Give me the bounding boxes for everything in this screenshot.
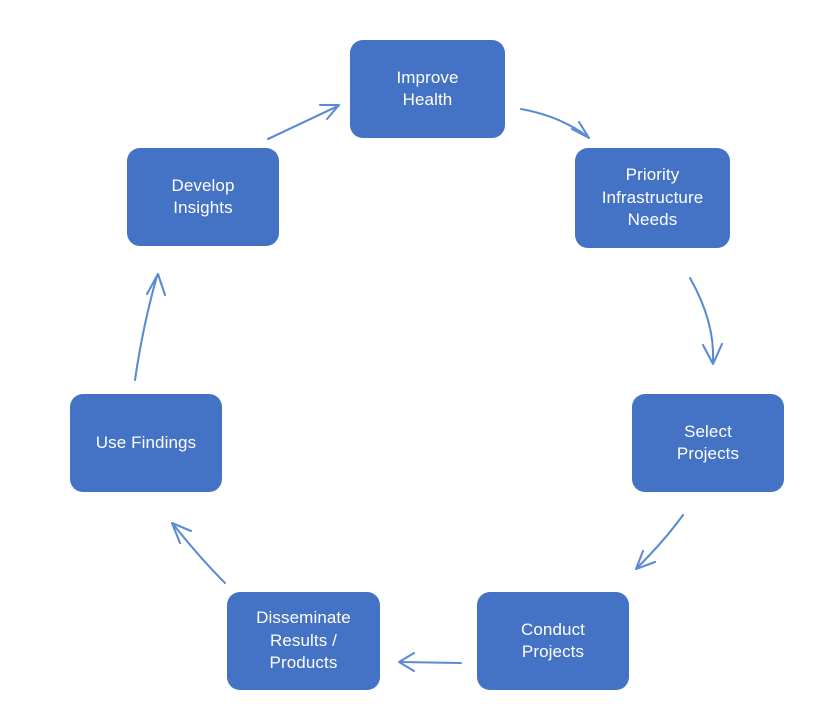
node-use-findings[interactable]: Use Findings (70, 394, 222, 492)
node-conduct-projects-label: Conduct Projects (520, 619, 586, 661)
node-priority-infrastructure-needs-label: Priority Infrastructure Needs (601, 165, 704, 230)
arrow-disseminate-to-use-findings (170, 521, 227, 585)
arrow-select-projects-to-conduct-projects (634, 513, 685, 571)
node-select-projects-label: Select Projects (676, 421, 740, 463)
node-improve-health[interactable]: Improve Health (350, 40, 505, 138)
node-develop-insights[interactable]: Develop Insights (127, 148, 279, 246)
node-develop-insights-label: Develop Insights (171, 175, 235, 217)
node-disseminate-results[interactable]: Disseminate Results / Products (227, 592, 380, 690)
arrow-improve-health-to-priority-needs (519, 107, 591, 140)
node-select-projects[interactable]: Select Projects (632, 394, 784, 492)
node-improve-health-label: Improve Health (396, 67, 459, 109)
node-conduct-projects[interactable]: Conduct Projects (477, 592, 629, 690)
node-disseminate-results-label: Disseminate Results / Products (256, 608, 351, 673)
arrow-conduct-projects-to-disseminate (397, 651, 463, 673)
arrow-priority-needs-to-select-projects (688, 276, 724, 366)
node-use-findings-label: Use Findings (95, 432, 197, 452)
node-priority-infrastructure-needs[interactable]: Priority Infrastructure Needs (575, 148, 730, 248)
arrow-develop-insights-to-improve-health (266, 103, 341, 141)
arrow-use-findings-to-develop-insights (133, 272, 167, 382)
